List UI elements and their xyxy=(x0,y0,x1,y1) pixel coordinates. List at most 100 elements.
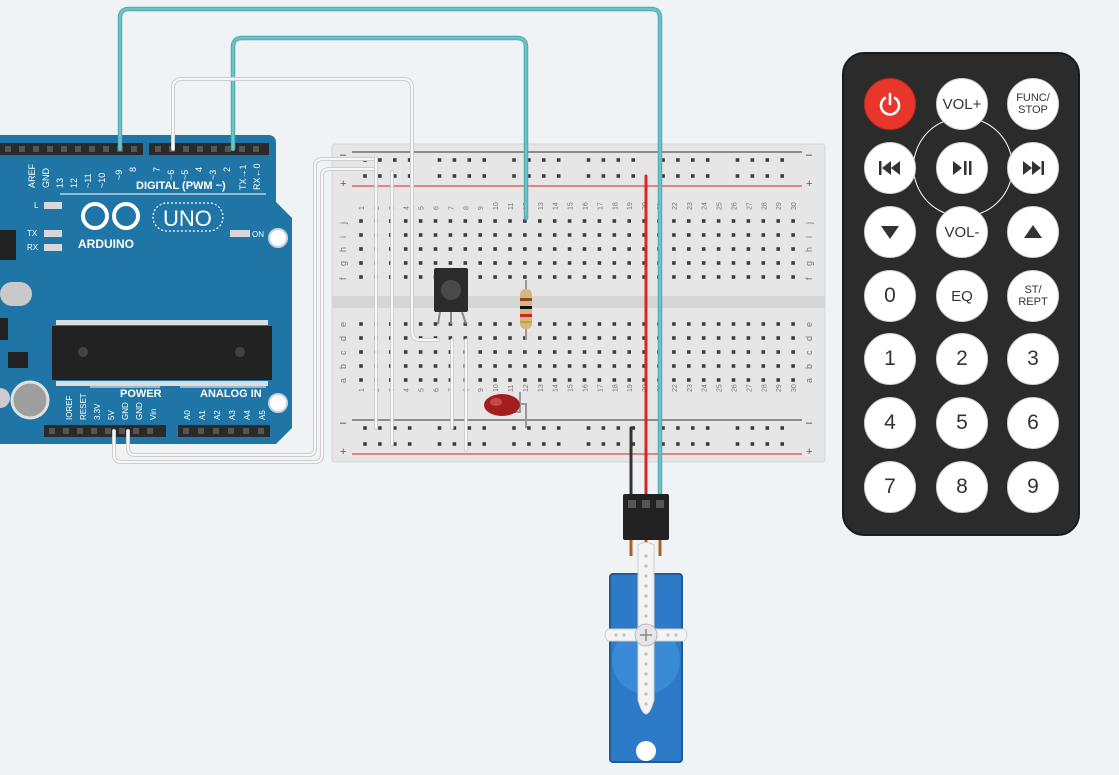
usb-chip xyxy=(0,230,16,260)
digit-4-button[interactable]: 4 xyxy=(864,397,916,449)
next-button[interactable] xyxy=(1007,142,1059,194)
uno-badge xyxy=(152,202,224,232)
l-led xyxy=(44,202,62,209)
tx-led xyxy=(44,230,62,237)
power-button[interactable] xyxy=(864,78,916,130)
pin-label: A1 xyxy=(198,410,207,420)
remote-button-label: VOL- xyxy=(944,223,980,241)
connector-pin xyxy=(628,500,636,508)
column-number: 16 xyxy=(583,202,590,210)
resistor[interactable] xyxy=(520,280,532,340)
column-number: 10 xyxy=(493,384,500,392)
pin-label: 5V xyxy=(107,410,116,420)
column-number: 26 xyxy=(732,384,739,392)
minus-sign: – xyxy=(340,149,347,161)
pin-label: 4 xyxy=(194,167,204,172)
st-rept-button[interactable]: ST/ REPT xyxy=(1007,270,1059,322)
column-number: 25 xyxy=(717,202,724,210)
digit-8-button[interactable]: 8 xyxy=(936,461,988,513)
capacitor xyxy=(10,380,50,420)
row-letter: b xyxy=(338,364,348,369)
column-number: 16 xyxy=(583,384,590,392)
arduino-uno-board[interactable]: AREF GND 13 12 ~11 ~10 ~9 8 7 ~6 ~5 4 ~3… xyxy=(0,135,292,444)
play-pause-button[interactable] xyxy=(936,142,988,194)
digit-9-button[interactable]: 9 xyxy=(1007,461,1059,513)
up-triangle-icon xyxy=(1021,222,1045,242)
bottom-pin-holes xyxy=(49,428,264,434)
remote-button-label: 9 xyxy=(1027,475,1039,498)
remote-button-label: 8 xyxy=(956,475,968,498)
column-number: 1 xyxy=(359,388,366,392)
remote-button-label: 3 xyxy=(1027,347,1039,370)
breadboard[interactable]: – + – + – + – + 112233445566778899101011… xyxy=(331,143,826,463)
digit-3-button[interactable]: 3 xyxy=(1007,333,1059,385)
pin-label: Vin xyxy=(149,409,158,420)
pin-label: ~10 xyxy=(97,173,107,188)
digit-2-button[interactable]: 2 xyxy=(936,333,988,385)
led-control-wire-core xyxy=(231,36,528,220)
down-button[interactable] xyxy=(864,206,916,258)
row-letter: a xyxy=(338,378,348,383)
digit-1-button[interactable]: 1 xyxy=(864,333,916,385)
pin-label: AREF xyxy=(27,163,37,188)
up-button[interactable] xyxy=(1007,206,1059,258)
column-number: 17 xyxy=(597,384,604,392)
row-letter: c xyxy=(804,350,814,355)
minus-sign: – xyxy=(340,417,347,429)
center-divider xyxy=(332,296,825,308)
ir-receiver[interactable] xyxy=(434,268,468,325)
chip-dot xyxy=(235,347,245,357)
servo-mount-hole xyxy=(636,741,656,761)
remote-button-label: 5 xyxy=(956,411,968,434)
row-letter: d xyxy=(804,336,814,341)
red-led[interactable] xyxy=(484,392,527,428)
servo-signal-wire-core xyxy=(118,7,662,500)
pin-label: IOREF xyxy=(65,395,74,420)
micro-servo[interactable] xyxy=(604,494,688,763)
plus-sign: + xyxy=(806,178,812,190)
column-number: 5 xyxy=(419,388,426,392)
eq-button[interactable]: EQ xyxy=(936,270,988,322)
remote-button-label: 7 xyxy=(884,475,896,498)
digit-5-button[interactable]: 5 xyxy=(936,397,988,449)
ir-signal-wire-core xyxy=(171,77,440,342)
column-number: 29 xyxy=(776,384,783,392)
pin-label: 8 xyxy=(128,167,138,172)
power-section-label: POWER xyxy=(120,388,162,400)
column-number: 11 xyxy=(508,203,515,210)
row-letter: h xyxy=(804,247,814,252)
vol-plus-button[interactable]: VOL+ xyxy=(936,78,988,130)
pin-label: 3.3V xyxy=(93,403,102,420)
remote-button-label: VOL+ xyxy=(942,95,982,113)
column-number: 30 xyxy=(791,202,798,210)
column-number: 4 xyxy=(404,206,411,210)
crystal-oscillator xyxy=(0,282,32,306)
pin-label: RX←0 xyxy=(252,163,262,190)
analog-pin-labels: A0 A1 A2 A3 A4 A5 xyxy=(183,410,267,420)
horn-holes xyxy=(614,554,678,706)
column-number: 10 xyxy=(493,202,500,210)
column-number: 15 xyxy=(568,202,575,210)
column-number: 18 xyxy=(612,384,619,392)
column-number: 22 xyxy=(672,384,679,392)
digit-0-button[interactable]: 0 xyxy=(864,270,916,322)
digit-7-button[interactable]: 7 xyxy=(864,461,916,513)
five-volt-wire-core xyxy=(112,167,378,464)
column-number: 5 xyxy=(419,206,426,210)
row-letter: g xyxy=(338,261,348,266)
column-number: 4 xyxy=(404,388,411,392)
func-stop-button[interactable]: FUNC/ STOP xyxy=(1007,78,1059,130)
prev-button[interactable] xyxy=(864,142,916,194)
column-number: 6 xyxy=(434,206,441,210)
row-letter: j xyxy=(338,222,348,225)
remote-button-label: ST/ REPT xyxy=(1018,284,1048,308)
digit-6-button[interactable]: 6 xyxy=(1007,397,1059,449)
vol-minus-button[interactable]: VOL- xyxy=(936,206,988,258)
pin-label: ~11 xyxy=(83,173,93,188)
digital-pin-labels: AREF GND 13 12 ~11 ~10 ~9 8 7 ~6 ~5 4 ~3… xyxy=(27,163,262,190)
pin-label: A5 xyxy=(258,410,267,420)
column-number: 18 xyxy=(612,202,619,210)
